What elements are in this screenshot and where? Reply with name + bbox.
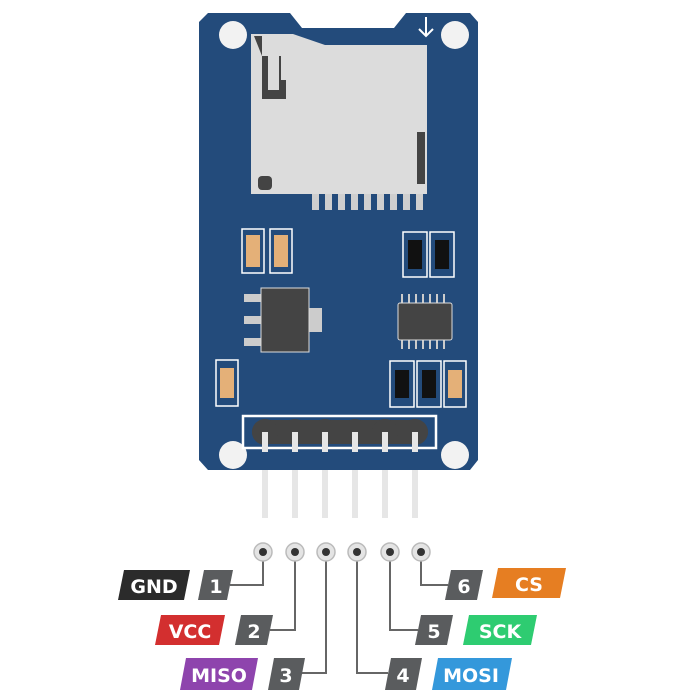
- pin-number: 1: [209, 576, 222, 598]
- pin-number: 6: [457, 576, 470, 598]
- pin-2-vcc: VCC 2: [155, 615, 273, 645]
- pin-number: 2: [247, 621, 260, 643]
- pin-label: SCK: [479, 621, 523, 643]
- pin-number: 4: [396, 665, 409, 687]
- pin-label: CS: [515, 574, 543, 596]
- pin-header: [241, 414, 438, 452]
- pin-number: 5: [427, 621, 440, 643]
- pin-label: MOSI: [443, 665, 499, 687]
- pin-6-cs: 6 CS: [445, 568, 566, 600]
- level-shifter-ic: [397, 294, 453, 349]
- voltage-regulator: [244, 287, 322, 353]
- pin-label: VCC: [169, 621, 212, 643]
- pin-label: GND: [130, 576, 177, 598]
- sd-card-slot: [251, 34, 427, 210]
- pin-1-gnd: GND 1: [118, 570, 233, 600]
- pin-number: 3: [279, 665, 292, 687]
- pin-label: MISO: [191, 665, 247, 687]
- pin-4-mosi: 4 MOSI: [385, 658, 512, 690]
- pin-5-sck: 5 SCK: [415, 615, 537, 645]
- smd-components: [215, 228, 467, 408]
- mounting-holes: [219, 21, 469, 469]
- pin-terminals: [253, 542, 431, 562]
- leader-lines: [230, 552, 448, 674]
- pin-3-miso: MISO 3: [180, 658, 305, 690]
- down-arrow-icon: [418, 17, 434, 38]
